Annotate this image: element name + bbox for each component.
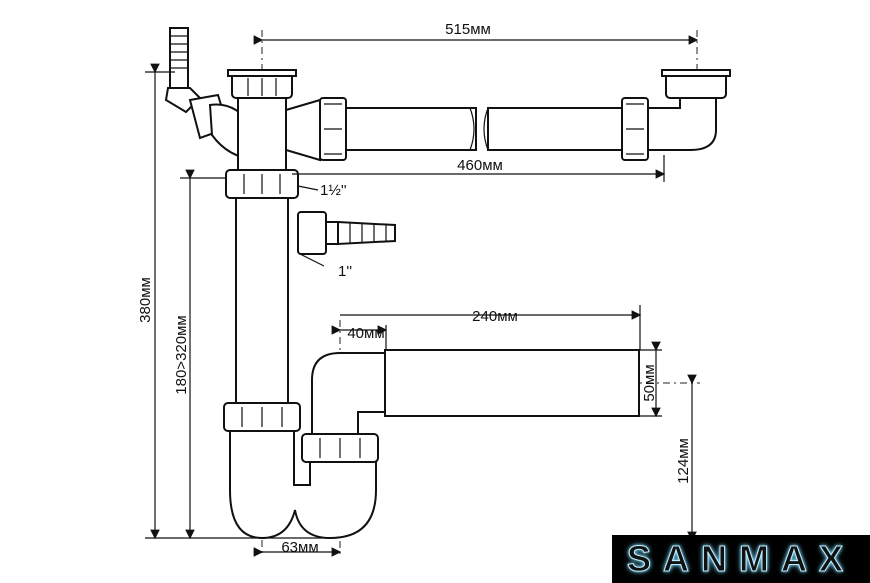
bottle-trap	[223, 402, 379, 540]
dim-main-thread: 1½''	[320, 182, 347, 199]
overflow-pipe	[319, 69, 731, 161]
dim-outlet-length: 240мм	[472, 308, 518, 325]
dim-adjustable-height: 180>320мм	[173, 315, 190, 394]
side-hose-connector	[297, 211, 396, 255]
dim-top-width: 515мм	[445, 21, 491, 38]
dim-side-thread: 1''	[338, 263, 352, 280]
dim-pipe-length: 460мм	[457, 157, 503, 174]
dim-offset: 40мм	[347, 325, 384, 342]
dishwasher-hose-connector	[164, 27, 263, 162]
dim-outlet-height: 124мм	[675, 438, 692, 484]
dim-outlet-diameter: 50мм	[641, 364, 658, 401]
upper-tee	[227, 69, 321, 171]
dim-total-height: 380мм	[137, 277, 154, 323]
main-standpipe	[225, 169, 299, 404]
brand-logo: SANMAX	[626, 538, 855, 580]
dim-trap-width: 63мм	[281, 539, 318, 556]
brand-logo-background	[612, 535, 870, 583]
dimension-lines	[145, 35, 699, 557]
outlet-pipe	[311, 349, 640, 435]
